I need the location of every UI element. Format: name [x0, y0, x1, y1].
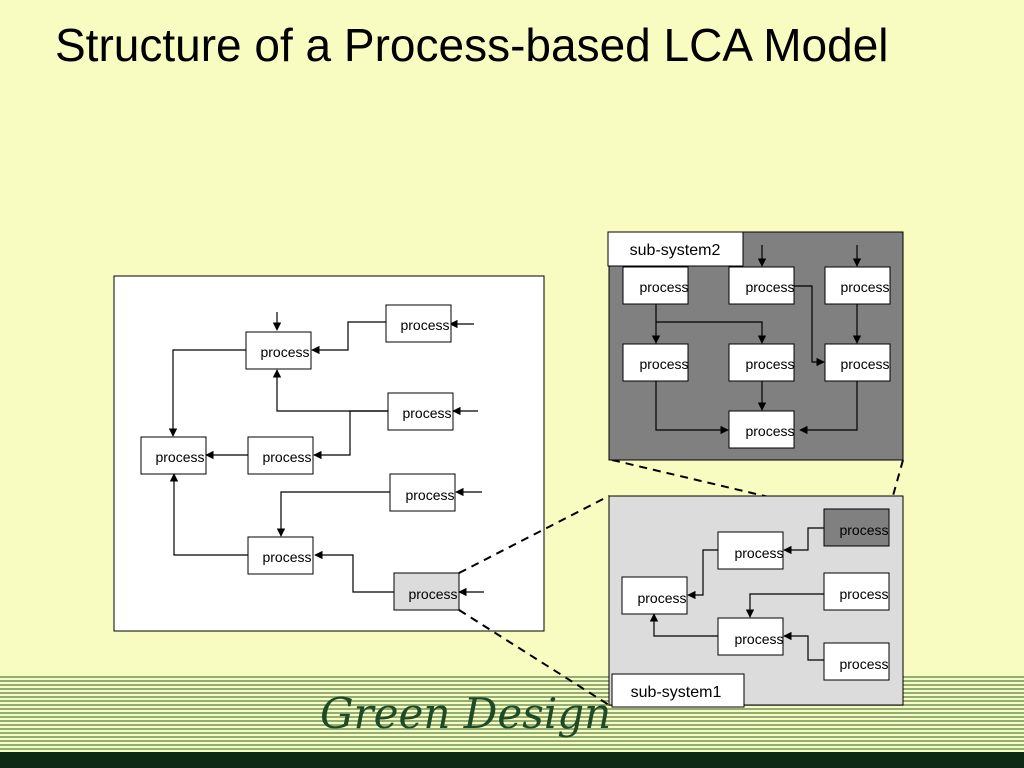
process-node: process	[387, 392, 454, 431]
process-node: process	[717, 531, 784, 570]
svg-text:process: process	[639, 356, 688, 372]
svg-text:process: process	[839, 586, 888, 602]
process-node: process	[728, 266, 795, 305]
svg-text:process: process	[839, 522, 888, 538]
subsystem1-label: sub-system1	[611, 673, 745, 708]
slide-title: Structure of a Process-based LCA Model	[55, 19, 889, 71]
svg-text:process: process	[637, 590, 686, 606]
svg-text:process: process	[260, 344, 309, 360]
green-design-logo: Green Design	[320, 689, 611, 738]
process-node: process	[621, 576, 688, 615]
subsystem1: process process process process process …	[608, 495, 904, 708]
svg-text:process: process	[745, 279, 794, 295]
svg-text:process: process	[405, 487, 454, 503]
process-node: process	[385, 304, 452, 343]
subsystem2-label: sub-system2	[607, 231, 744, 267]
main-system: process process process process process …	[113, 275, 545, 632]
svg-text:process: process	[408, 586, 457, 602]
svg-text:sub-system2: sub-system2	[630, 242, 721, 259]
process-node: process	[728, 410, 795, 449]
svg-text:process: process	[734, 545, 783, 561]
svg-text:process: process	[155, 449, 204, 465]
process-node: process	[622, 343, 689, 382]
process-node: process	[389, 473, 456, 512]
svg-text:process: process	[840, 279, 889, 295]
svg-text:process: process	[745, 356, 794, 372]
process-node: process	[247, 536, 314, 575]
process-node: process	[717, 617, 784, 656]
process-node: process	[823, 572, 890, 611]
svg-text:process: process	[639, 279, 688, 295]
svg-text:process: process	[734, 631, 783, 647]
process-node-highlighted: process	[823, 508, 890, 547]
svg-text:process: process	[262, 549, 311, 565]
footer-bar	[0, 752, 1024, 768]
process-node: process	[245, 331, 312, 370]
svg-text:process: process	[402, 405, 451, 421]
subsystem2: process process process process process …	[607, 231, 904, 461]
svg-text:process: process	[400, 317, 449, 333]
process-node: process	[140, 436, 207, 475]
process-node: process	[247, 436, 314, 475]
process-node-highlighted: process	[393, 572, 460, 611]
svg-text:process: process	[262, 449, 311, 465]
process-node: process	[823, 642, 890, 681]
svg-text:sub-system1: sub-system1	[631, 684, 722, 701]
svg-text:process: process	[839, 656, 888, 672]
svg-text:process: process	[745, 423, 794, 439]
process-node: process	[824, 266, 891, 305]
process-node: process	[622, 266, 689, 305]
process-node: process	[728, 343, 795, 382]
svg-text:process: process	[840, 356, 889, 372]
process-node: process	[824, 343, 891, 382]
